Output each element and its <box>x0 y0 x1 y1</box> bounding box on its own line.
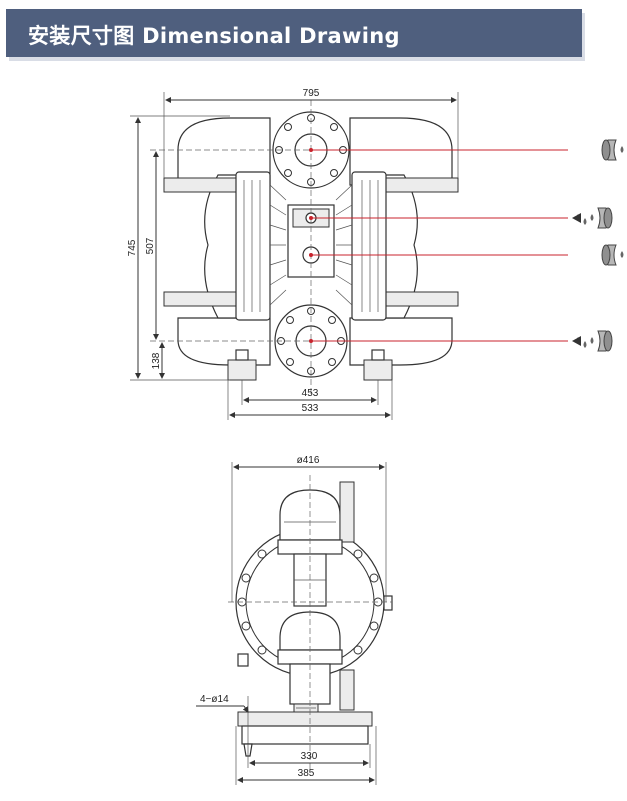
dim-bolt-holes: 4−ø14 <box>200 694 229 705</box>
section-header: 安装尺寸图 Dimensional Drawing <box>6 9 582 57</box>
front-view: 795 745 507 138 453 533 <box>127 88 568 420</box>
page-title: 安装尺寸图 Dimensional Drawing <box>28 24 400 48</box>
dim-side-base-inner: 330 <box>301 751 318 762</box>
inlet-flow-icon <box>571 330 613 352</box>
dim-diameter: ø416 <box>297 455 320 466</box>
side-view: ø416 4−ø14 330 385 <box>196 455 393 785</box>
dim-base-inner: 453 <box>302 388 319 399</box>
dim-base-outer: 533 <box>302 403 319 414</box>
flow-icons <box>571 139 627 352</box>
dim-height-base: 138 <box>151 352 162 369</box>
air-exhaust-icon <box>571 207 613 229</box>
air-inlet-icon <box>601 244 627 266</box>
dim-side-base-outer: 385 <box>298 768 315 779</box>
dim-height-ports: 507 <box>145 237 156 254</box>
dim-height-total: 745 <box>127 239 138 256</box>
dim-width-total: 795 <box>303 88 320 99</box>
outlet-flow-icon <box>601 139 627 161</box>
